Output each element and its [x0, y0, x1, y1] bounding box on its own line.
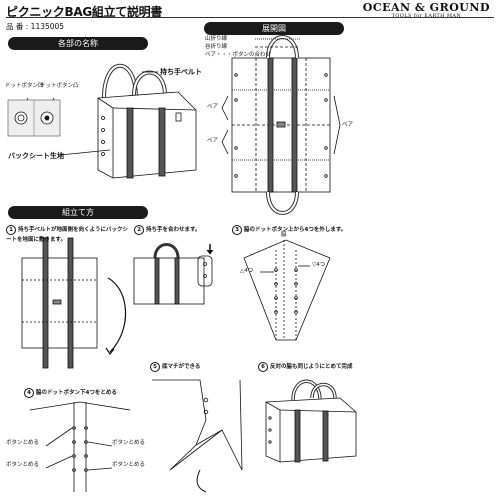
step1-text: 持ち手ベルトが地面側を向くようにバックシートを地面に敷きます。: [6, 227, 129, 243]
brand-name: OCEAN & GROUND: [362, 1, 490, 14]
step2-drawing: [133, 243, 214, 305]
step4-button-close-2: ボタンとめる: [6, 462, 40, 468]
step5-number: 5: [150, 362, 160, 372]
step4-text: 脇のドットボタン下4つをとめる: [36, 390, 117, 396]
step6-number: 6: [258, 362, 268, 372]
legend-valley-fold: 谷折り線: [205, 44, 228, 50]
step3-four-right: ▽4つ: [312, 262, 326, 268]
step6-drawing: [265, 379, 357, 463]
brand-logo: OCEAN & GROUND TOOLS for EARTH MAN: [363, 1, 490, 19]
step5-text: 底マチができる: [162, 364, 201, 370]
header-divider: [6, 17, 494, 18]
section-assembly-header: 組立て方: [8, 206, 148, 219]
step1-drawing: [21, 237, 127, 369]
product-number: 品 番 : 1135005: [6, 22, 65, 31]
step6-text: 反対の脇も同じようにとめて完成: [270, 364, 353, 370]
step3-four-left: △4つ: [240, 268, 254, 274]
bag-parts-drawing: [97, 64, 197, 179]
unfolded-diagram: [221, 35, 341, 215]
step1-number: 1: [6, 225, 16, 235]
step4-button-close-4: ボタンとめる: [112, 462, 146, 468]
step3-number: 3: [232, 225, 242, 235]
document-title: ピクニックBAG組立て説明書: [6, 5, 163, 19]
step5-drawing: [152, 379, 243, 493]
label-backsheet: バックシート生地: [8, 152, 64, 160]
step3-drawing: [243, 239, 331, 341]
step4-button-close-1: ボタンとめる: [6, 440, 40, 446]
step4-drawing: [29, 401, 131, 492]
unfolded-pair-label-top: ペア: [207, 104, 219, 110]
section-unfolded-header: 展開図: [204, 22, 344, 35]
unfolded-pair-label-right: ペア: [342, 122, 354, 128]
step2-text: 持ち手を合わせます。: [146, 227, 201, 233]
step2-number: 2: [134, 225, 144, 235]
legend-pair: ペア・・・ボタンの合わせ: [205, 52, 272, 58]
brand-tagline: TOOLS for EARTH MAN: [391, 13, 462, 19]
step3-fold-label: 脇: [281, 232, 287, 238]
label-dot-button-male: ドットボタン凸: [40, 83, 79, 89]
section-parts-header: 各部の名称: [8, 37, 148, 50]
label-handle-belt: 持ち手ベルト: [160, 68, 202, 76]
legend-mountain-fold: 山折り線: [205, 36, 228, 42]
step4-number: 4: [24, 388, 34, 398]
unfolded-pair-label-bottom: ペア: [207, 138, 219, 144]
step4-button-close-3: ボタンとめる: [112, 440, 146, 446]
step3-text: 脇のドットボタン上から4つを外します。: [244, 227, 347, 233]
label-dot-button-female: ドットボタン凹: [5, 83, 44, 89]
